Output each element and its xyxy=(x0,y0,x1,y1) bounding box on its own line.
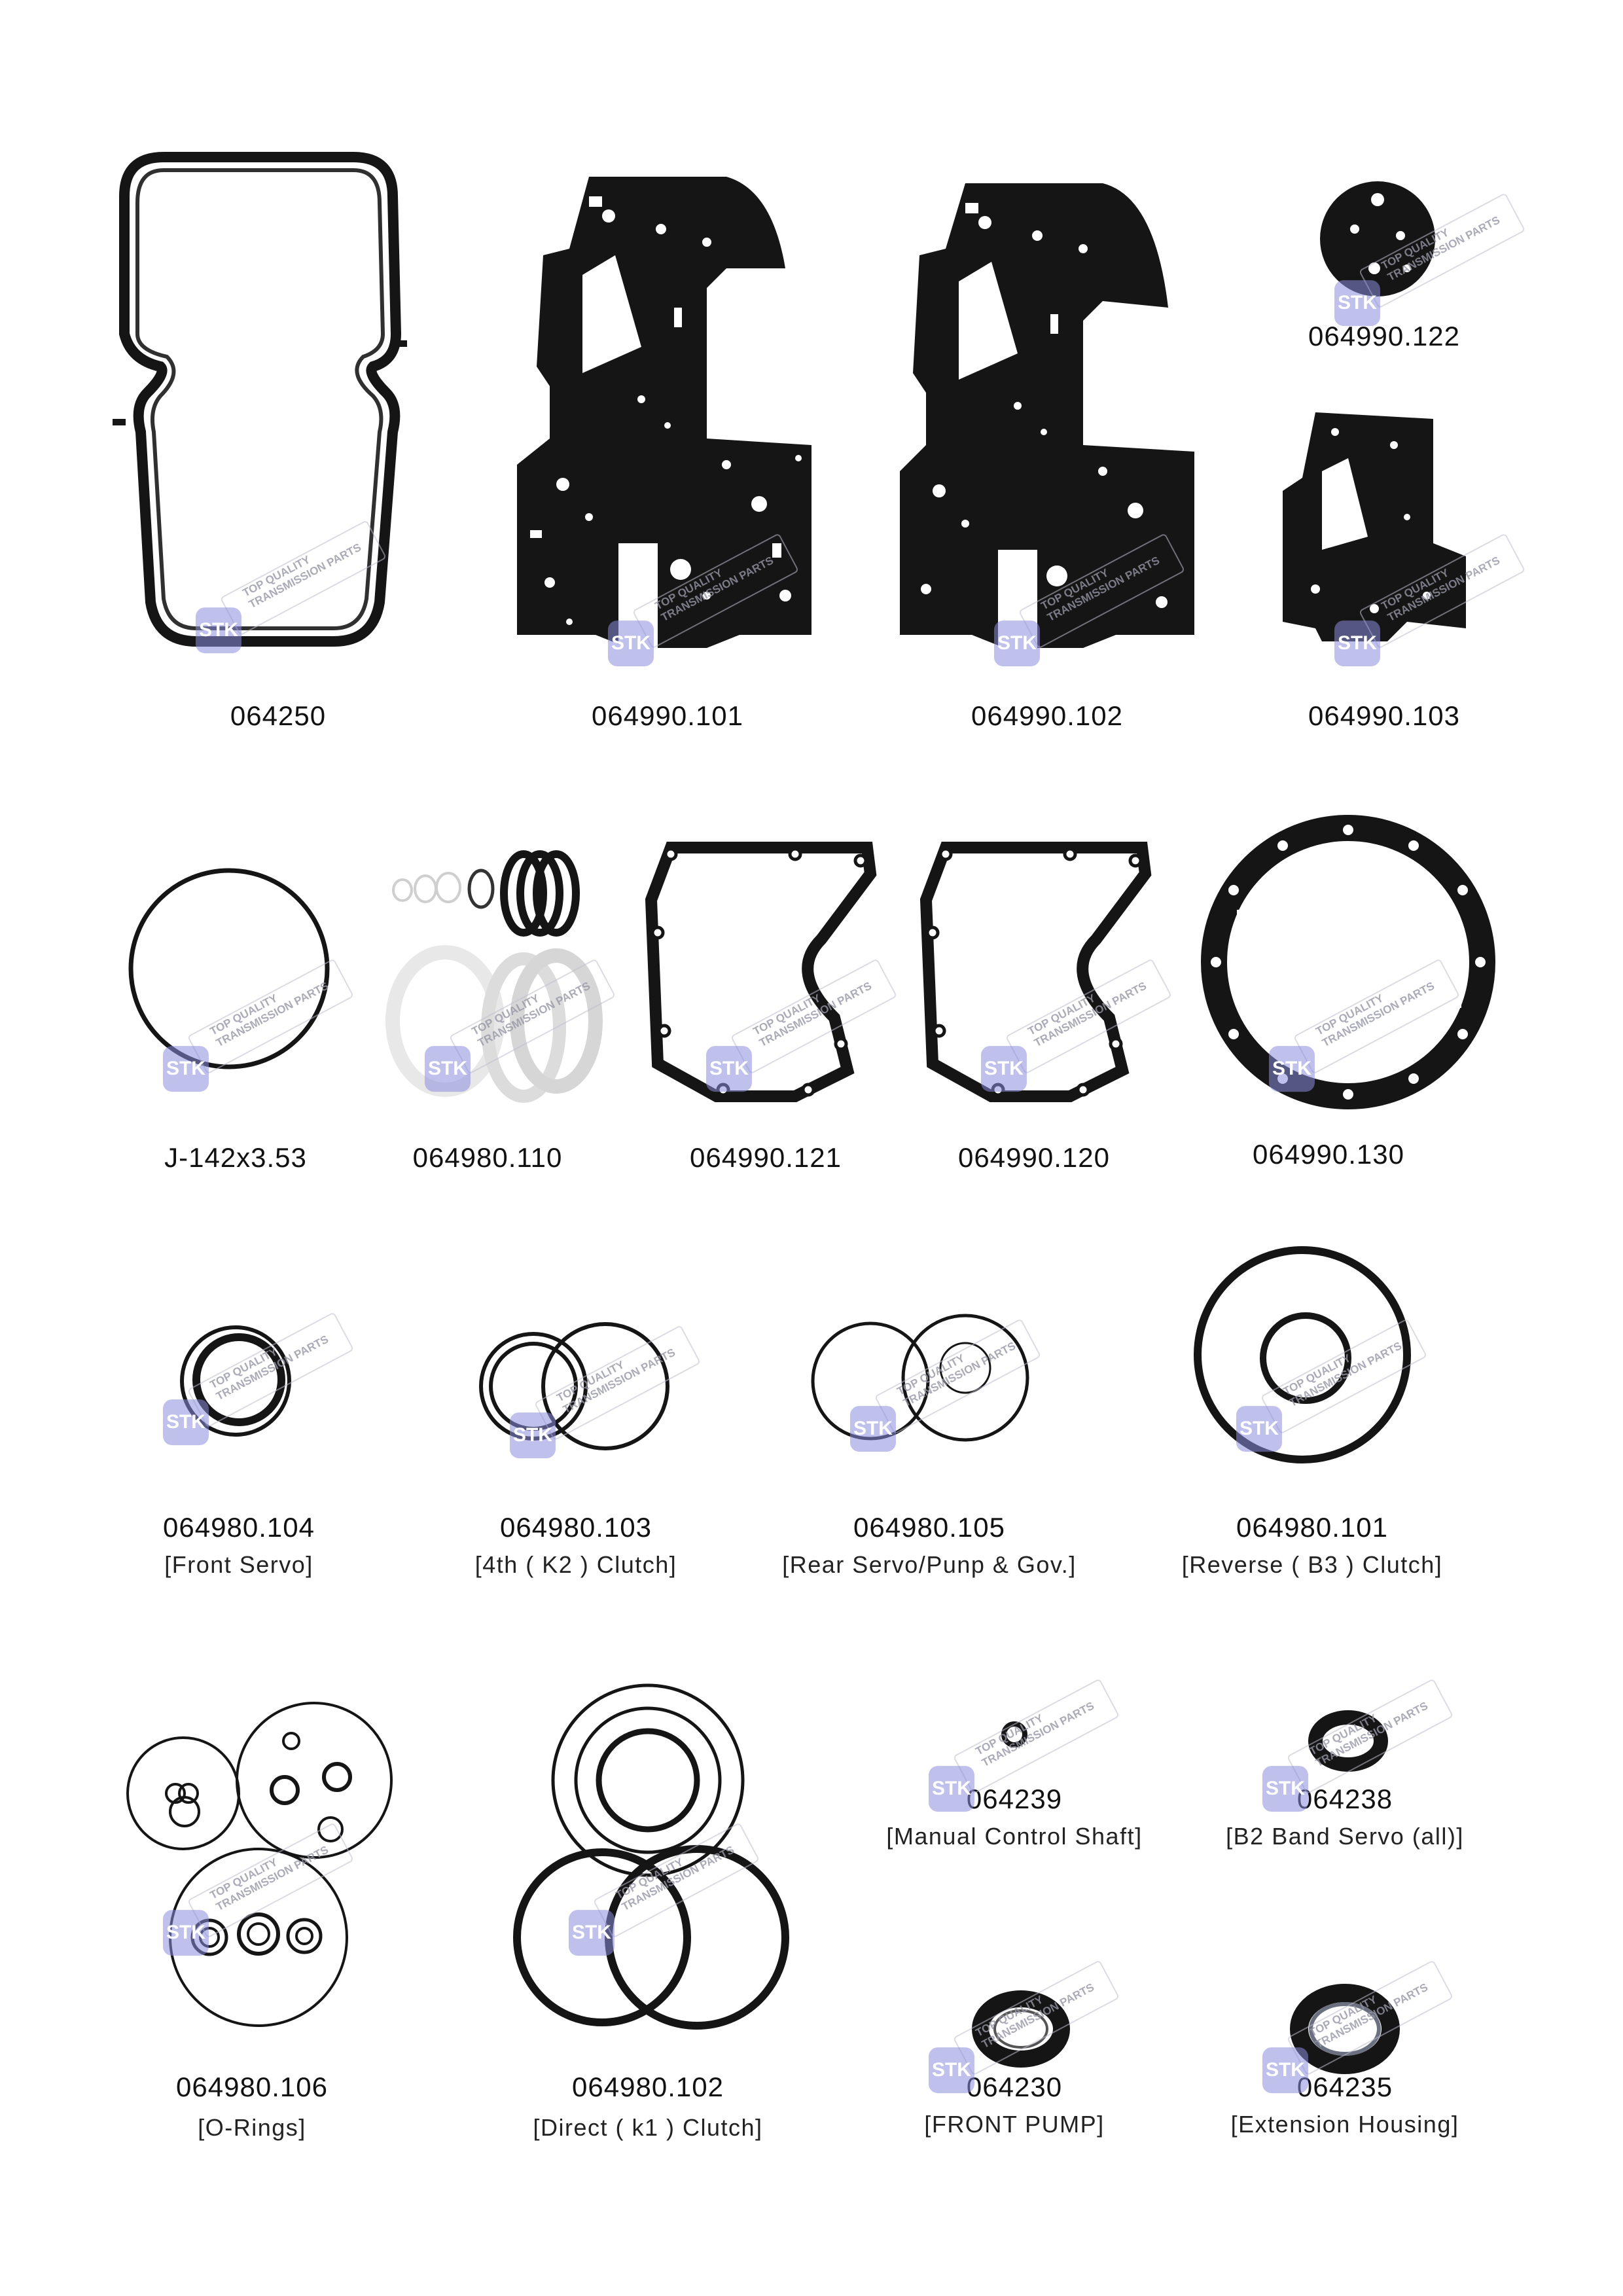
extension-housing-seal-image xyxy=(1289,1983,1400,2075)
front-pump-seal-image xyxy=(972,1990,1070,2068)
part-code: 064990.130 xyxy=(1253,1139,1404,1170)
small-separator-plate-image xyxy=(1276,412,1479,648)
part-code: 064980.110 xyxy=(412,1142,563,1173)
stk-logo-icon: STK xyxy=(162,1046,209,1092)
stk-logo-icon: STK xyxy=(980,1046,1027,1092)
stk-logo-icon: STK xyxy=(1334,620,1380,667)
part-code: 064990.122 xyxy=(1308,321,1460,351)
part-code: 064990.121 xyxy=(690,1142,842,1173)
part-code: 064980.104 xyxy=(163,1512,315,1543)
stk-logo-icon: STK xyxy=(928,1766,974,1812)
stk-logo-icon: STK xyxy=(162,1399,209,1446)
part-code: 064250 xyxy=(230,700,327,731)
part-code: 064235 xyxy=(1296,2072,1393,2102)
stk-logo-icon: STK xyxy=(162,1910,209,1956)
stk-logo-icon: STK xyxy=(568,1910,615,1956)
separator-plate-image xyxy=(510,177,818,648)
stk-logo-icon: STK xyxy=(1268,1046,1315,1092)
part-description: [B2 Band Servo (all)] xyxy=(1226,1823,1464,1850)
part-code: 064239 xyxy=(966,1784,1063,1814)
part-code: 064980.105 xyxy=(853,1512,1005,1543)
part-code: J-142x3.53 xyxy=(164,1142,307,1173)
part-description: [Manual Control Shaft] xyxy=(886,1823,1143,1850)
part-description: [Rear Servo/Punp & Gov.] xyxy=(782,1551,1077,1578)
part-code: 064238 xyxy=(1296,1784,1393,1814)
stk-logo-icon: STK xyxy=(509,1412,556,1459)
pan-gasket-image xyxy=(105,144,445,655)
b2-servo-seal-image xyxy=(1308,1708,1388,1774)
stk-logo-icon: STK xyxy=(195,607,241,654)
stk-logo-icon: STK xyxy=(928,2047,974,2094)
part-description: [FRONT PUMP] xyxy=(924,2111,1105,2138)
part-code: 064980.102 xyxy=(572,2072,724,2102)
stk-logo-icon: STK xyxy=(849,1406,896,1452)
part-description: [Extension Housing] xyxy=(1230,2111,1459,2138)
front-servo-seal-image xyxy=(177,1322,294,1440)
part-code: 064980.106 xyxy=(176,2072,328,2102)
part-description: [O-Rings] xyxy=(198,2114,306,2141)
part-code: 064980.101 xyxy=(1236,1512,1388,1543)
small-disc-gasket-image xyxy=(1315,177,1440,301)
stk-logo-icon: STK xyxy=(1262,2047,1308,2094)
part-code: 064990.120 xyxy=(958,1142,1110,1173)
stk-logo-icon: STK xyxy=(1334,280,1380,327)
reverse-clutch-seal-image xyxy=(1191,1244,1414,1466)
part-code: 064990.102 xyxy=(971,700,1123,731)
stk-logo-icon: STK xyxy=(993,620,1040,667)
part-description: [4th ( K2 ) Clutch] xyxy=(474,1551,677,1578)
part-description: [Front Servo] xyxy=(164,1551,313,1578)
part-code: 064980.103 xyxy=(500,1512,652,1543)
stk-logo-icon: STK xyxy=(607,620,654,667)
part-description: [Direct ( k1 ) Clutch] xyxy=(533,2114,763,2141)
part-code: 064230 xyxy=(966,2072,1063,2102)
part-code: 064990.103 xyxy=(1308,700,1460,731)
stk-logo-icon: STK xyxy=(1236,1406,1282,1452)
part-description: [Reverse ( B3 ) Clutch] xyxy=(1181,1551,1443,1578)
stk-logo-icon: STK xyxy=(705,1046,752,1092)
part-code: 064990.101 xyxy=(592,700,743,731)
stk-logo-icon: STK xyxy=(1262,1766,1308,1812)
manual-shaft-seal-image xyxy=(1001,1721,1027,1748)
stk-logo-icon: STK xyxy=(424,1046,471,1092)
o-ring-image xyxy=(124,864,334,1073)
